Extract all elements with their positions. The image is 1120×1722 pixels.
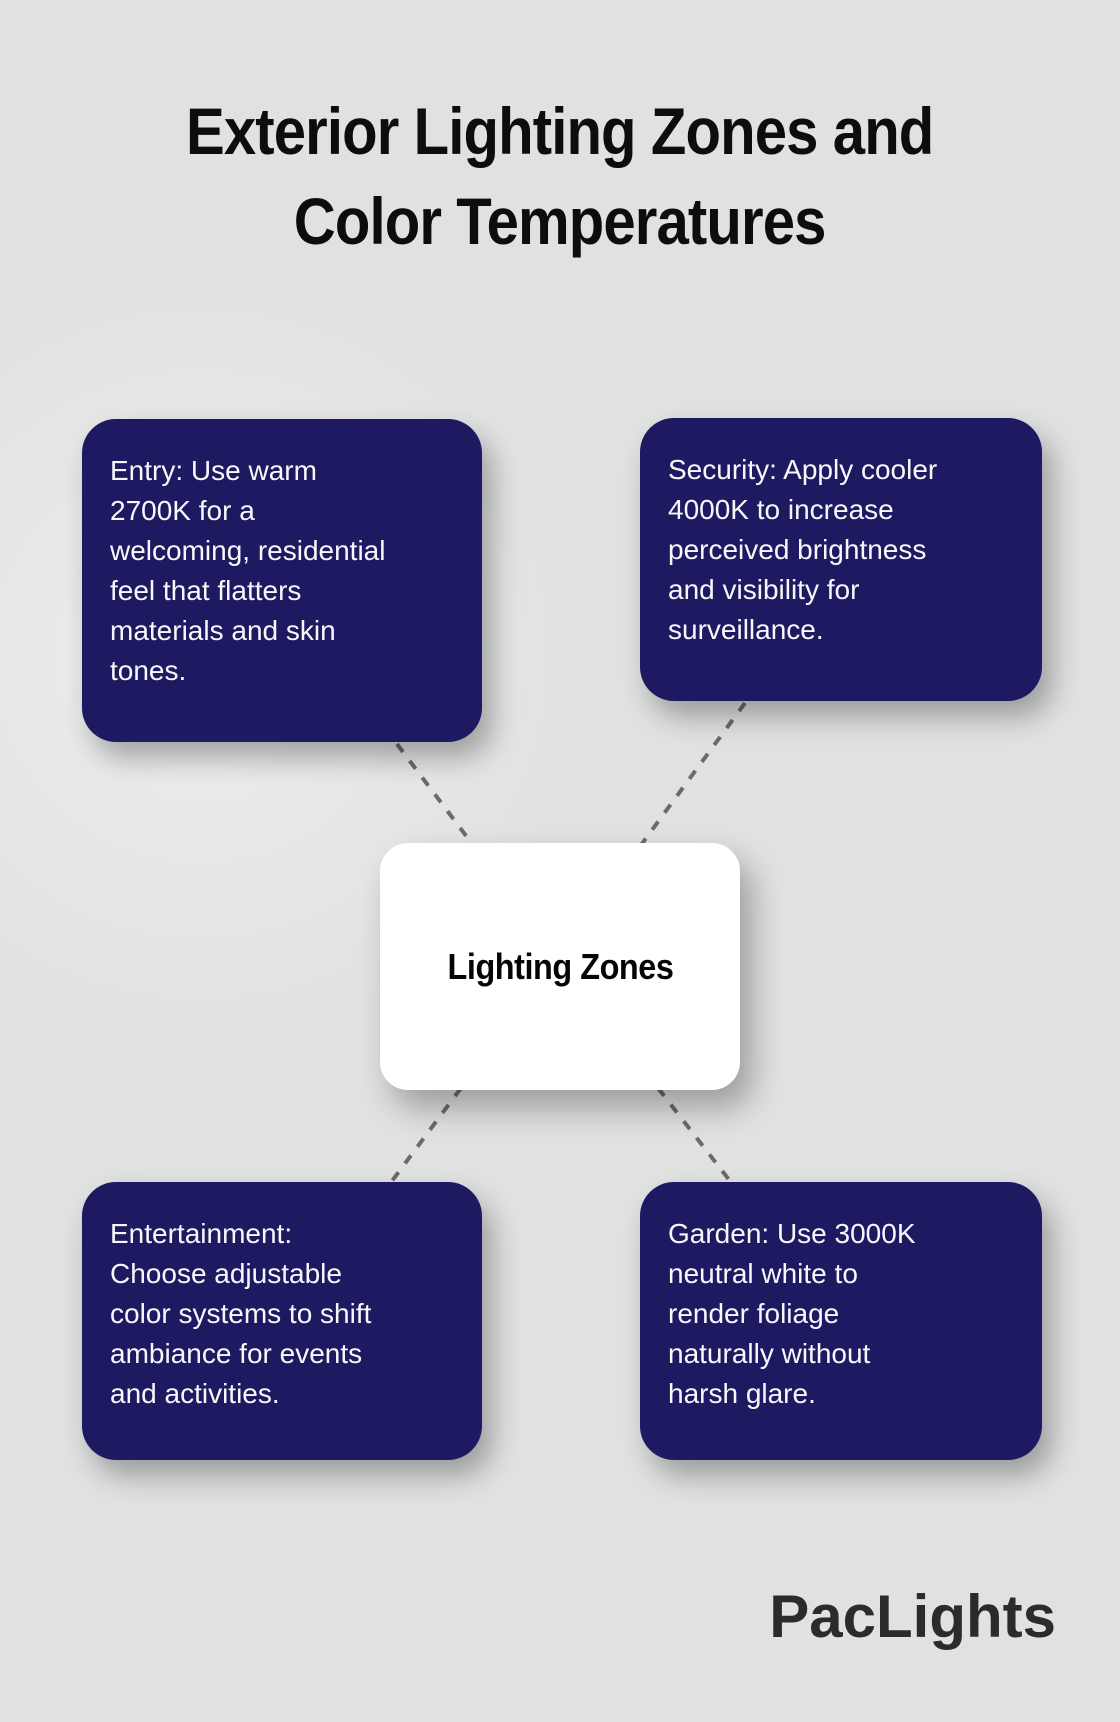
- center-node-label: Lighting Zones: [447, 945, 673, 987]
- connector-line-security: [639, 701, 747, 847]
- center-node: Lighting Zones: [380, 843, 740, 1090]
- connector-line-garden: [656, 1086, 732, 1183]
- zone-card-garden-text: Garden: Use 3000K neutral white to rende…: [668, 1218, 916, 1409]
- zone-card-garden: Garden: Use 3000K neutral white to rende…: [640, 1182, 1042, 1460]
- zone-card-entertainment-text: Entertainment: Choose adjustable color s…: [110, 1218, 372, 1409]
- connector-line-entertainment: [390, 1086, 463, 1183]
- zone-card-entry-text: Entry: Use warm 2700K for a welcoming, r…: [110, 455, 386, 686]
- connector-line-entry: [395, 742, 475, 847]
- brand-logo: PacLights: [769, 1583, 1056, 1650]
- zone-card-entry: Entry: Use warm 2700K for a welcoming, r…: [82, 419, 482, 742]
- page-title-text: Exterior Lighting Zones and Color Temper…: [186, 94, 934, 258]
- zone-card-security: Security: Apply cooler 4000K to increase…: [640, 418, 1042, 701]
- zone-card-security-text: Security: Apply cooler 4000K to increase…: [668, 454, 938, 645]
- page-title: Exterior Lighting Zones and Color Temper…: [0, 86, 1120, 266]
- zone-card-entertainment: Entertainment: Choose adjustable color s…: [82, 1182, 482, 1460]
